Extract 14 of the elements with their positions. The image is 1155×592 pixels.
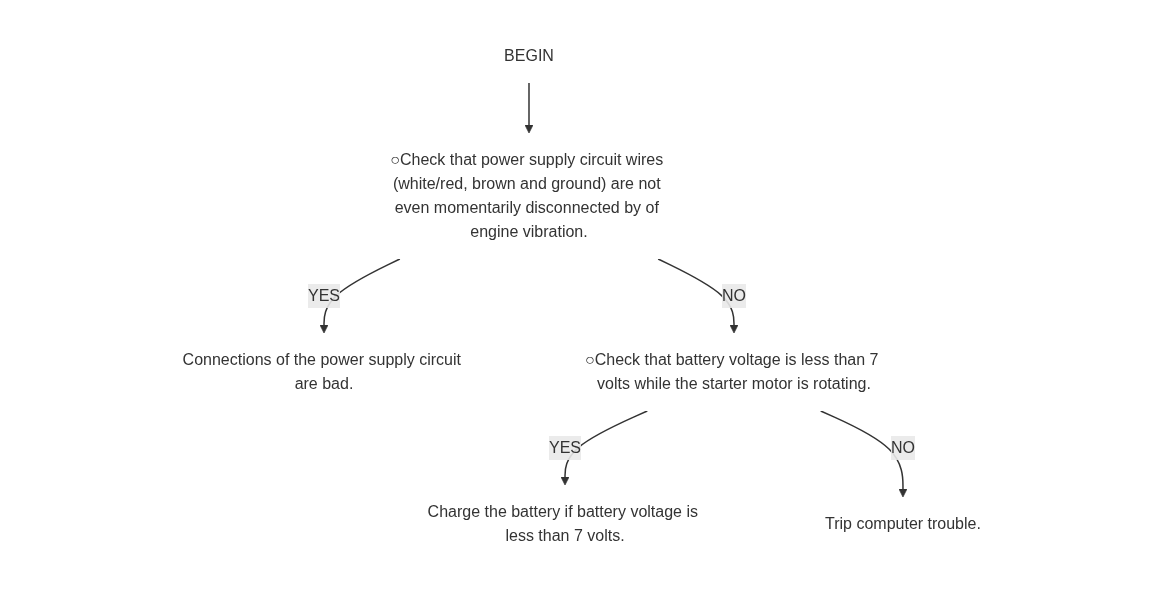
arrow xyxy=(657,258,739,334)
edge-label: NO xyxy=(891,438,915,456)
node-text: Trip computer trouble. xyxy=(825,514,981,532)
node-text: Connections of the power supply circuit are bad. xyxy=(182,350,461,392)
edge-label: YES xyxy=(308,286,341,304)
node-text: ○Check that power supply circuit wires (white/red, brown and ground) are not even momentarily disconnected by of engine vibration. xyxy=(390,151,664,240)
edge-label: YES xyxy=(549,438,582,456)
edge-label: NO xyxy=(722,286,747,304)
node-text: ○Check that battery voltage is less than 7 volts while the starter motor is rotating. xyxy=(585,350,879,392)
node-text: Charge the battery if battery voltage is less than 7 volts. xyxy=(427,502,699,544)
node-text: BEGIN xyxy=(504,47,554,64)
arrow xyxy=(820,410,908,498)
arrow xyxy=(524,82,534,134)
arrow xyxy=(560,410,649,486)
